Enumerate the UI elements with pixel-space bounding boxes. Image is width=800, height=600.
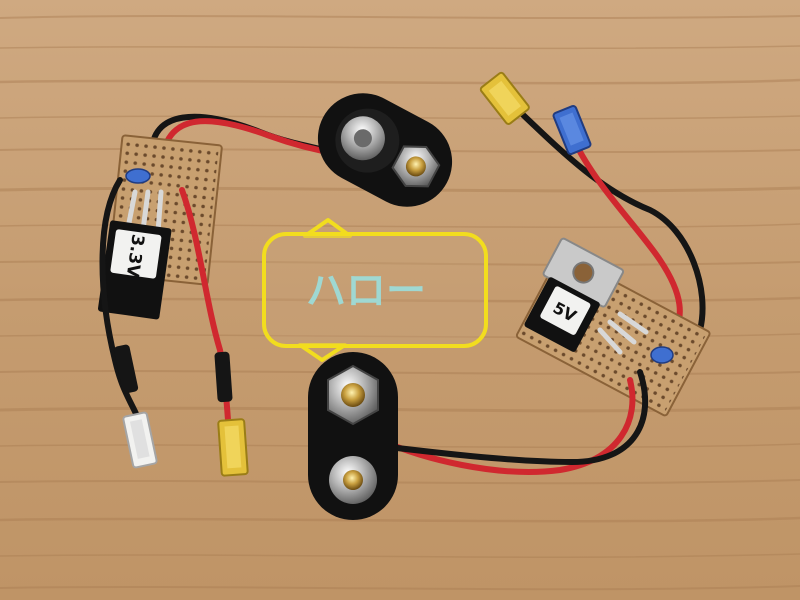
wire-red-bottom — [367, 377, 636, 475]
heatshrink-left-black — [113, 344, 139, 394]
right-regulator-legs — [597, 311, 649, 355]
left-regulator-legs — [125, 189, 164, 235]
left-capacitor — [125, 168, 151, 184]
callout-text: ハロー — [306, 268, 426, 314]
left-regulator: 3.3V — [97, 220, 172, 320]
connector-blue-right — [552, 105, 592, 155]
wire-black-left-output — [99, 177, 141, 421]
connector-yellow-left — [217, 418, 249, 477]
callout-box: ハロー — [262, 218, 488, 362]
right-capacitor — [650, 346, 674, 364]
connector-yellow-right — [479, 71, 530, 125]
heatshrink-left-red — [214, 351, 233, 403]
connector-white — [122, 411, 158, 469]
right-regulator: 5V — [524, 237, 625, 352]
battery-clip-top — [317, 93, 453, 207]
battery-clip-bottom — [308, 352, 398, 520]
wire-black-bottom — [369, 369, 649, 466]
